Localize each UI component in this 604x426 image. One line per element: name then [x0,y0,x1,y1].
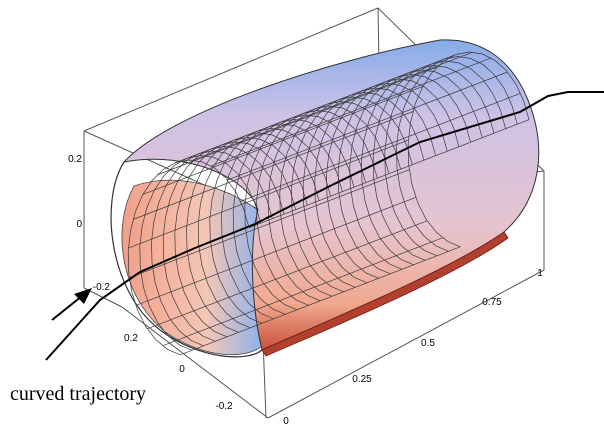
annotation-arrow [51,288,92,321]
length-tick-4: 1 [537,268,543,279]
depth-tick-1: 0 [179,364,185,375]
mesh-line [156,66,438,176]
trajectory-line [45,91,604,361]
cylinder-rim-shadow [261,231,509,357]
vertical-tick-2: -0.2 [93,282,111,293]
surface-mesh [127,51,530,356]
arrow-head-icon [74,288,92,304]
mesh-line [135,197,416,306]
mesh-line [174,54,455,164]
trajectory [45,91,604,361]
length-tick-1: 0.25 [352,374,372,385]
vertical-tick-1: 0 [76,219,82,230]
mesh-line [142,86,424,195]
mesh-line [129,169,410,279]
mesh-line [240,92,521,202]
length-tick-3: 0.75 [482,297,502,308]
mesh-line [162,237,443,347]
vertical-tick-0: 0.2 [68,154,82,165]
length-tick-2: 0.5 [421,338,435,349]
mesh-line [210,57,492,167]
mesh-line [147,220,428,330]
mesh-line [128,139,409,249]
mesh-line [192,51,473,161]
mesh-line [180,246,461,356]
axis-ticks: 0.2 0 -0.2 0.2 0 -0.2 0 0.25 0.5 0.75 1 [68,154,543,426]
length-tick-0: 0 [283,416,289,426]
mesh-line [248,119,530,229]
cylinder-front-rim [110,161,263,358]
mesh-line [227,71,508,181]
depth-tick-0: 0.2 [124,333,138,344]
trajectory-caption: curved trajectory [10,383,147,405]
cylinder-inner-surface [121,179,263,356]
mesh-line [132,111,414,220]
depth-tick-2: -0.2 [215,401,233,412]
